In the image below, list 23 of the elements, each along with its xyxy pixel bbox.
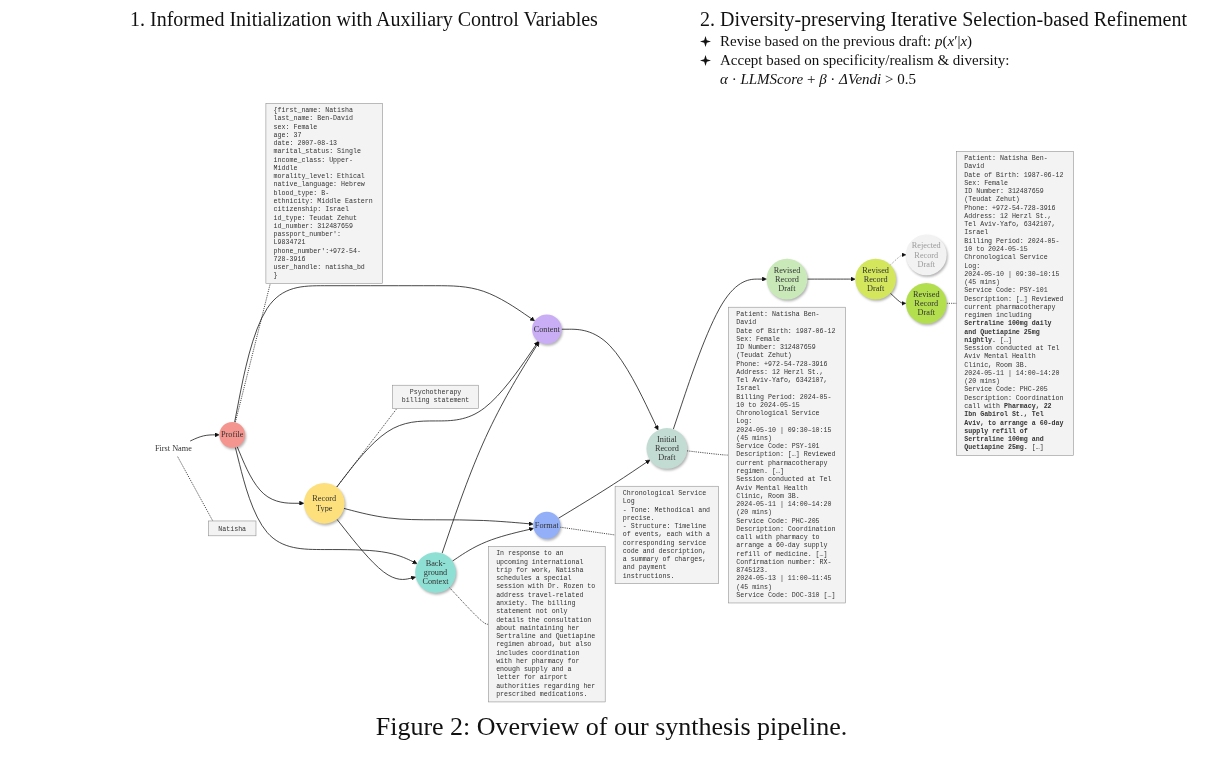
formula: α · LLMScore + β · ΔVendi > 0.5 xyxy=(720,71,916,88)
process-circle: Record Type xyxy=(303,482,345,524)
leader-line xyxy=(945,302,957,304)
process-circle: Profile xyxy=(218,421,245,448)
figure-caption: Figure 2: Overview of our synthesis pipeline. xyxy=(375,712,848,741)
leader-line xyxy=(335,407,397,488)
process-circle: Rejected Record Draft xyxy=(905,234,947,276)
leader-line xyxy=(448,587,489,625)
text-label: First Name xyxy=(154,444,192,454)
process-circle: Revised Record Draft xyxy=(854,258,896,300)
process-circle: Content xyxy=(531,314,562,344)
leader-line xyxy=(234,283,271,423)
leader-line xyxy=(686,450,729,456)
leader-line xyxy=(559,526,616,536)
section-heading: 1. Informed Initialization with Auxiliary Control Variables xyxy=(130,8,598,31)
section-heading: 2. Diversity-preserving Iterative Selection-based Refinement xyxy=(700,8,1188,31)
bullet-text: Revise based on the previous draft: p(x′|x) xyxy=(720,33,973,50)
process-circle: Revised Record Draft xyxy=(766,258,807,300)
process-circle: Format xyxy=(532,511,560,539)
process-circle: Revised Record Draft xyxy=(905,282,947,324)
process-circle: Initial Record Draft xyxy=(646,428,687,469)
process-circle: Back-ground Context xyxy=(414,552,456,593)
bullet-text: Accept based on specificity/realism & diversity: xyxy=(720,52,1010,69)
